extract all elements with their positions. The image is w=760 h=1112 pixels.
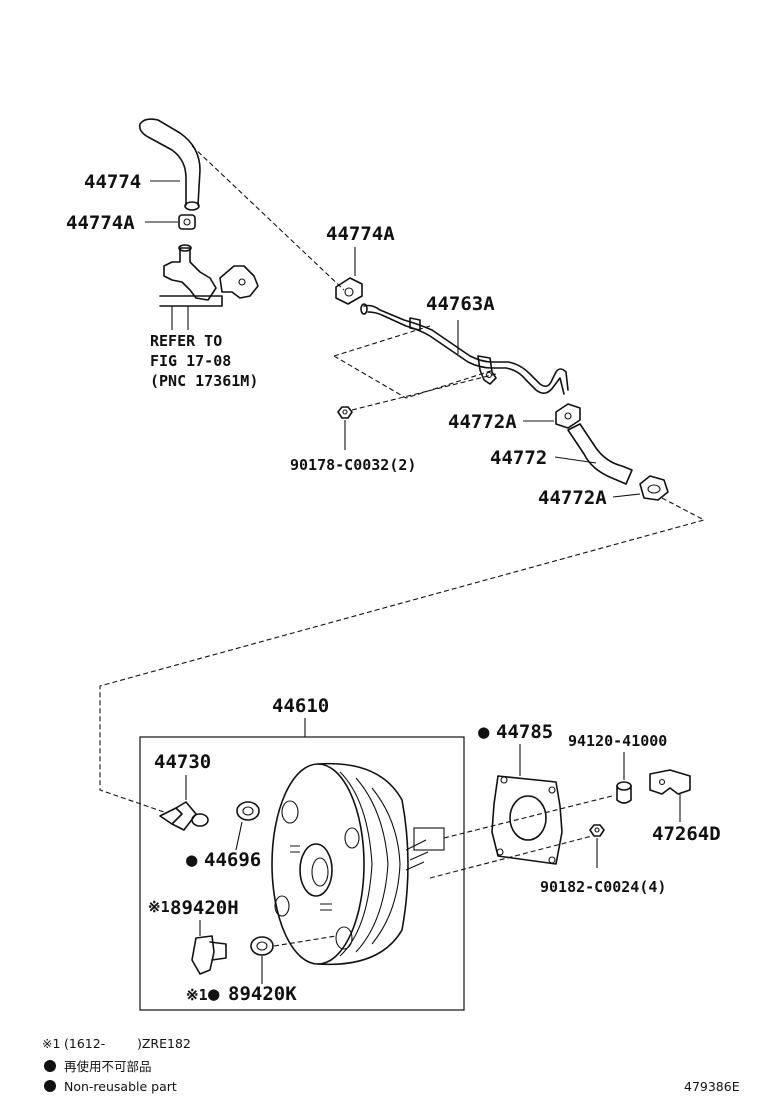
legend-line-2: 再使用不可部品 [64, 1059, 152, 1074]
leader-44772A-lower [612, 493, 641, 498]
dash-stud-upper [443, 795, 613, 839]
label-44785: 44785 [496, 721, 553, 743]
legend-dot-1 [44, 1060, 56, 1072]
refer-to-line-3: (PNC 17361M) [150, 372, 258, 390]
assembly-box-44610 [139, 736, 465, 1011]
label-44774A-left: 44774A [66, 212, 135, 234]
bracket-47264D[interactable] [649, 769, 691, 795]
gasket-44785[interactable] [491, 775, 563, 865]
hose-44774[interactable] [138, 118, 201, 211]
legend-line-3: Non-reusable part [64, 1079, 177, 1094]
clip-44772A-upper[interactable] [555, 403, 581, 429]
nut-90178[interactable] [337, 406, 353, 419]
grommet-89420K[interactable] [250, 936, 274, 956]
label-94120: 94120-41000 [568, 732, 667, 750]
label-89420H: 89420H [170, 897, 239, 919]
vacuum-fitting-bracket [159, 244, 259, 330]
legend-note1-text: (1612- )ZRE182 [64, 1036, 191, 1051]
dash-hose-to-clip [191, 145, 345, 291]
leader-44772 [554, 456, 597, 464]
dash-to-check-valve [99, 497, 706, 813]
legend-note1-mark: ※1 [42, 1036, 60, 1051]
label-44730: 44730 [154, 751, 211, 773]
sensor-89420H[interactable] [191, 935, 227, 975]
label-44772A-upper: 44772A [448, 411, 517, 433]
dash-mount-plane [333, 325, 497, 411]
label-89420H-note: ※1 [148, 898, 170, 916]
hose-44772[interactable] [567, 423, 633, 485]
legend-dot-2 [44, 1080, 56, 1092]
leader-44696 [235, 821, 243, 851]
grommet-44696[interactable] [236, 801, 260, 821]
label-44772: 44772 [490, 447, 547, 469]
label-89420K-note: ※1 [186, 986, 208, 1004]
vacuum-pipe-44763A[interactable] [360, 303, 569, 395]
label-44772A-lower: 44772A [538, 487, 607, 509]
label-44696: 44696 [204, 849, 261, 871]
label-44763A: 44763A [426, 293, 495, 315]
dash-grommet-89420K [273, 935, 337, 947]
refer-to-line-2: FIG 17-08 [150, 352, 231, 370]
clip-44774A-top[interactable] [335, 277, 363, 305]
label-89420K-mark: ● [208, 983, 220, 1005]
nut-90182[interactable] [589, 824, 605, 837]
label-89420K: 89420K [228, 983, 297, 1005]
brake-booster-body[interactable] [271, 762, 445, 966]
label-44610: 44610 [272, 695, 329, 717]
clip-44774A-left[interactable] [178, 214, 196, 230]
label-44774: 44774 [84, 171, 141, 193]
label-90182: 90182-C0024(4) [540, 878, 666, 896]
label-90178: 90178-C0032(2) [290, 456, 416, 474]
label-44785-mark: ● [478, 721, 490, 743]
figure-id: 479386E [684, 1079, 740, 1094]
clip-44772A-lower[interactable] [639, 475, 669, 501]
dash-stud-lower [429, 835, 593, 879]
refer-to-line-1: REFER TO [150, 332, 222, 350]
label-44774A-top: 44774A [326, 223, 395, 245]
spacer-94120[interactable] [616, 781, 632, 804]
label-44696-mark: ● [186, 849, 198, 871]
label-47264D: 47264D [652, 823, 721, 845]
check-valve-44730[interactable] [159, 801, 209, 831]
